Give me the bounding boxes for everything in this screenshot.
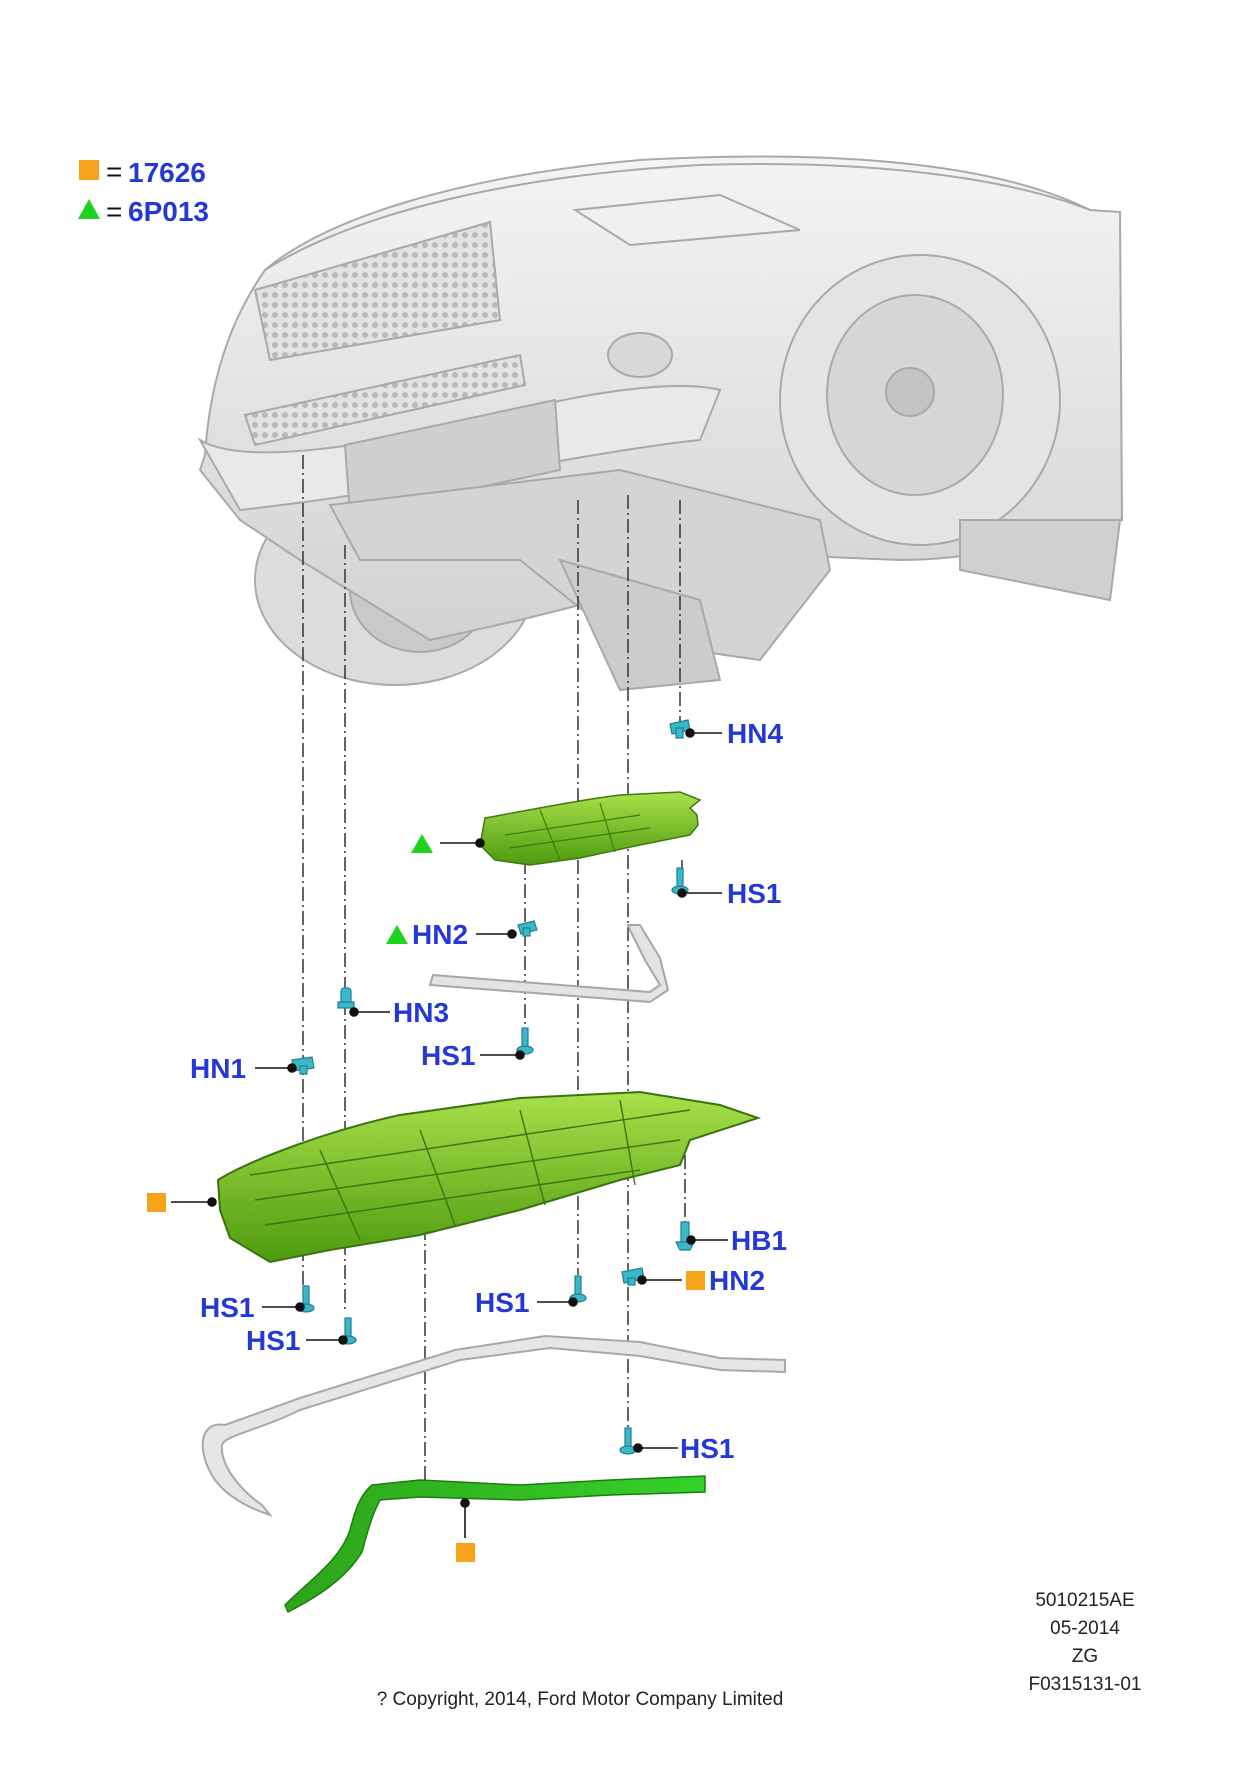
figure-id: F0315131-01 — [1028, 1674, 1142, 1695]
callout-hn4: HN4 — [727, 718, 783, 749]
part-number: 5010215AE — [1035, 1590, 1135, 1611]
callout-hn3: HN3 — [393, 997, 449, 1028]
callout-hn2-low: HN2 — [709, 1265, 765, 1296]
legend-triangle-icon — [78, 199, 100, 219]
under-tray-ribs — [249, 1099, 691, 1241]
grille — [253, 220, 502, 362]
bumper-trim-strip — [201, 1334, 786, 1518]
rear-frame-rail — [959, 519, 1122, 602]
lower-grille — [243, 353, 527, 447]
upper-splash-shield — [479, 791, 702, 866]
callout-hs1-upper: HS1 — [727, 878, 781, 909]
vehicle-front-illustration — [197, 155, 1124, 692]
square-marker-icon — [686, 1271, 705, 1290]
lower-air-deflector-strip — [284, 1475, 706, 1614]
fastener-hn1-clip — [291, 1056, 315, 1075]
legend-triangle-code: 6P013 — [128, 196, 209, 227]
square-marker-icon — [147, 1193, 166, 1212]
callout-hb1: HB1 — [731, 1225, 787, 1256]
part-markers — [147, 834, 705, 1562]
headlamp — [572, 193, 801, 247]
fastener-hn2-mid-clip — [517, 920, 538, 937]
legend-square-code: 17626 — [128, 157, 206, 188]
fastener-hn4-clip — [669, 719, 691, 739]
fastener-hs1-bottom-screw — [619, 1427, 637, 1455]
callout-hs1-low-left-a: HS1 — [200, 1292, 254, 1323]
legend: = 17626 = 6P013 — [78, 156, 209, 227]
fasteners — [291, 719, 695, 1455]
hood-line — [264, 163, 1091, 271]
copyright-notice: ? Copyright, 2014, Ford Motor Company Li… — [376, 1689, 784, 1710]
legend-square-icon — [79, 160, 99, 180]
legend-equals: = — [106, 196, 122, 227]
right-wheel-hub — [885, 367, 935, 417]
fastener-hs1-mid-screw — [516, 1027, 534, 1055]
callout-labels: HN4 HS1 HN2 HN3 HS1 HN1 HB1 HN2 HS1 HS1 … — [190, 718, 787, 1464]
callout-hn1: HN1 — [190, 1053, 246, 1084]
callout-hs1-low-left-b: HS1 — [246, 1325, 300, 1356]
zone-code: ZG — [1071, 1646, 1099, 1667]
fog-lamp — [607, 332, 673, 378]
drawing-date: 05-2014 — [1050, 1618, 1120, 1639]
fastener-hn3-clip — [337, 987, 355, 1009]
square-marker-icon — [456, 1543, 475, 1562]
upper-shield-ribs — [504, 802, 651, 861]
main-under-tray — [216, 1090, 762, 1264]
callout-hs1-bottom: HS1 — [680, 1433, 734, 1464]
callout-hn2-mid: HN2 — [412, 919, 468, 950]
callout-hs1-mid: HS1 — [421, 1040, 475, 1071]
callout-hs1-low-center: HS1 — [475, 1287, 529, 1318]
triangle-marker-icon — [411, 834, 433, 853]
upper-bracket — [428, 924, 670, 1004]
legend-equals: = — [106, 156, 122, 187]
triangle-marker-icon — [386, 925, 408, 944]
drawing-metadata: 5010215AE 05-2014 ZG F0315131-01 — [1000, 1587, 1170, 1699]
radiator — [343, 398, 562, 517]
leader-lines — [171, 728, 728, 1538]
